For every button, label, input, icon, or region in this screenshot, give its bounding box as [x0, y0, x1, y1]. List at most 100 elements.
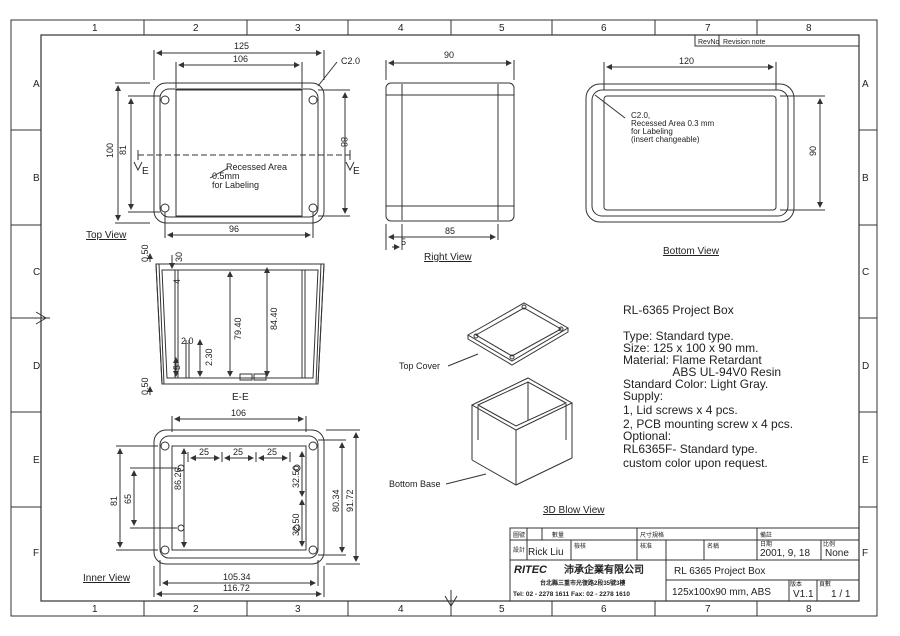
svg-text:名稱: 名稱 — [707, 542, 719, 550]
inner-view-label: Inner View — [83, 573, 131, 584]
svg-text:5: 5 — [499, 23, 505, 34]
sec-dim-20: 2.0 — [181, 336, 194, 346]
svg-text:圖號: 圖號 — [513, 531, 525, 539]
inner-dim-25c: 25 — [267, 447, 277, 457]
bottom-view-text: 120 90 C2.0, Recessed Area 0.3 mm for La… — [631, 56, 818, 257]
svg-text:E: E — [862, 455, 869, 466]
spec-line: custom color upon request. — [623, 456, 768, 470]
right-view-text: 90 85 5 Right View — [401, 50, 472, 263]
inner-dim-3250b: 32.50 — [291, 513, 301, 536]
company-tel: Tel: 02 - 2278 1611 Fax: 02 - 2278 1610 — [513, 591, 630, 598]
spec-line: Material: Flame Retardant — [623, 353, 762, 367]
bottom-dim-120: 120 — [679, 56, 694, 66]
section-mark-right: E — [353, 166, 360, 177]
title-block-text: 圖號 數量 尺寸規格 備註 設計 Rick Liu 檢核 核准 名稱 日期 20… — [513, 531, 851, 600]
sec-dim-230: 2.30 — [204, 348, 214, 366]
inner-dim-65: 65 — [123, 494, 133, 504]
svg-text:數量: 數量 — [552, 531, 564, 539]
rev-note-label: Revision note — [723, 39, 766, 46]
drawing-frame — [10, 19, 878, 617]
inner-dim-8626: 86.26 — [173, 467, 183, 490]
bottom-view-label: Bottom View — [663, 246, 720, 257]
sec-dim-4: 4 — [172, 279, 182, 284]
bottom-base-label: Bottom Base — [389, 479, 441, 489]
spec-line: 1, Lid screws x 4 pcs. — [623, 403, 738, 417]
svg-text:D: D — [33, 361, 40, 372]
svg-text:頁數: 頁數 — [819, 580, 831, 588]
svg-text:尺寸規格: 尺寸規格 — [640, 531, 664, 539]
drawing-scale: None — [825, 548, 849, 559]
svg-text:A: A — [862, 79, 869, 90]
right-dim-85: 85 — [445, 226, 455, 236]
top-dim-81: 81 — [118, 145, 128, 155]
section-view-text: 0.50 30 4 84.40 79.40 2.0 2.30 5 0.50 E-… — [140, 244, 279, 403]
sec-dim-050-top: 0.50 — [140, 244, 150, 262]
drawing-date: 2001, 9, 18 — [760, 548, 810, 559]
spec-line: ABS UL-94V0 Resin — [623, 365, 781, 379]
svg-text:3: 3 — [295, 604, 301, 615]
row-letters: A B C D E F A B C D E F — [33, 79, 869, 559]
version: V1.1 — [793, 589, 814, 600]
inner-view — [116, 416, 360, 597]
section-mark-left: E — [142, 166, 149, 177]
bottom-dim-90: 90 — [808, 146, 818, 156]
designer-name: Rick Liu — [528, 547, 564, 558]
spec-line: Type: Standard type. — [623, 329, 734, 343]
top-dim-125: 125 — [234, 41, 249, 51]
svg-text:檢核: 檢核 — [574, 542, 586, 550]
page-number: 1 / 1 — [831, 589, 851, 600]
svg-text:備註: 備註 — [760, 531, 772, 539]
top-recess-1: Recessed Area — [226, 162, 287, 172]
svg-text:4: 4 — [398, 604, 404, 615]
svg-text:7: 7 — [705, 604, 711, 615]
section-view — [147, 253, 325, 395]
col-num-bottom: 1 — [92, 604, 98, 615]
spec-line: Supply: — [623, 389, 663, 403]
spec-line: Optional: — [623, 429, 671, 443]
inner-dim-25a: 25 — [199, 447, 209, 457]
sec-dim-050-bot: 0.50 — [140, 377, 150, 395]
company-address: 台北縣三重市光復路2段35號3樓 — [540, 579, 625, 587]
part-name: RL 6365 Project Box — [674, 566, 765, 577]
svg-text:D: D — [862, 361, 869, 372]
inner-dim-81: 81 — [109, 496, 119, 506]
bottom-note-4: (insert changeable) — [631, 135, 700, 144]
top-recess-2: 0.5mm — [212, 171, 240, 181]
inner-dim-25b: 25 — [233, 447, 243, 457]
svg-text:3: 3 — [295, 23, 301, 34]
spec-line: RL6365F- Standard type. — [623, 442, 758, 456]
right-view-label: Right View — [424, 252, 472, 263]
svg-text:6: 6 — [601, 23, 607, 34]
top-view-text: 125 106 96 C2.0 100 81 88 Recessed Area … — [86, 41, 360, 241]
svg-text:8: 8 — [806, 604, 812, 615]
inner-dim-8034: 80.34 — [331, 489, 341, 512]
svg-text:2: 2 — [193, 604, 199, 615]
title-block — [509, 527, 860, 602]
spec-line: Size: 125 x 100 x 90 mm. — [623, 341, 758, 355]
sec-dim-8440: 84.40 — [269, 307, 279, 330]
svg-text:5: 5 — [499, 604, 505, 615]
sec-dim-5: 5 — [172, 365, 182, 370]
bottom-note-2: Recessed Area 0.3 mm — [631, 119, 714, 128]
revision-block: RevNo Revision note — [694, 34, 860, 47]
company-logo: RITEC — [514, 564, 548, 576]
svg-text:2: 2 — [193, 23, 199, 34]
rev-no-label: RevNo — [698, 39, 720, 46]
blow-view-text: Top Cover Bottom Base 3D Blow View — [389, 361, 605, 516]
top-cover-label: Top Cover — [399, 361, 440, 371]
svg-text:B: B — [33, 173, 40, 184]
svg-text:E: E — [33, 455, 40, 466]
sec-dim-30: 30 — [174, 252, 184, 262]
svg-text:核准: 核准 — [640, 542, 652, 550]
svg-text:日期: 日期 — [760, 540, 772, 548]
svg-text:7: 7 — [705, 23, 711, 34]
spec-title: RL-6365 Project Box — [623, 303, 734, 317]
svg-text:F: F — [33, 548, 39, 559]
svg-text:4: 4 — [398, 23, 404, 34]
bottom-view — [585, 62, 825, 223]
top-chamfer: C2.0 — [341, 56, 360, 66]
inner-dim-10534: 105.34 — [223, 572, 251, 582]
part-spec: 125x100x90 mm, ABS — [672, 587, 771, 598]
top-dim-100: 100 — [105, 143, 115, 158]
